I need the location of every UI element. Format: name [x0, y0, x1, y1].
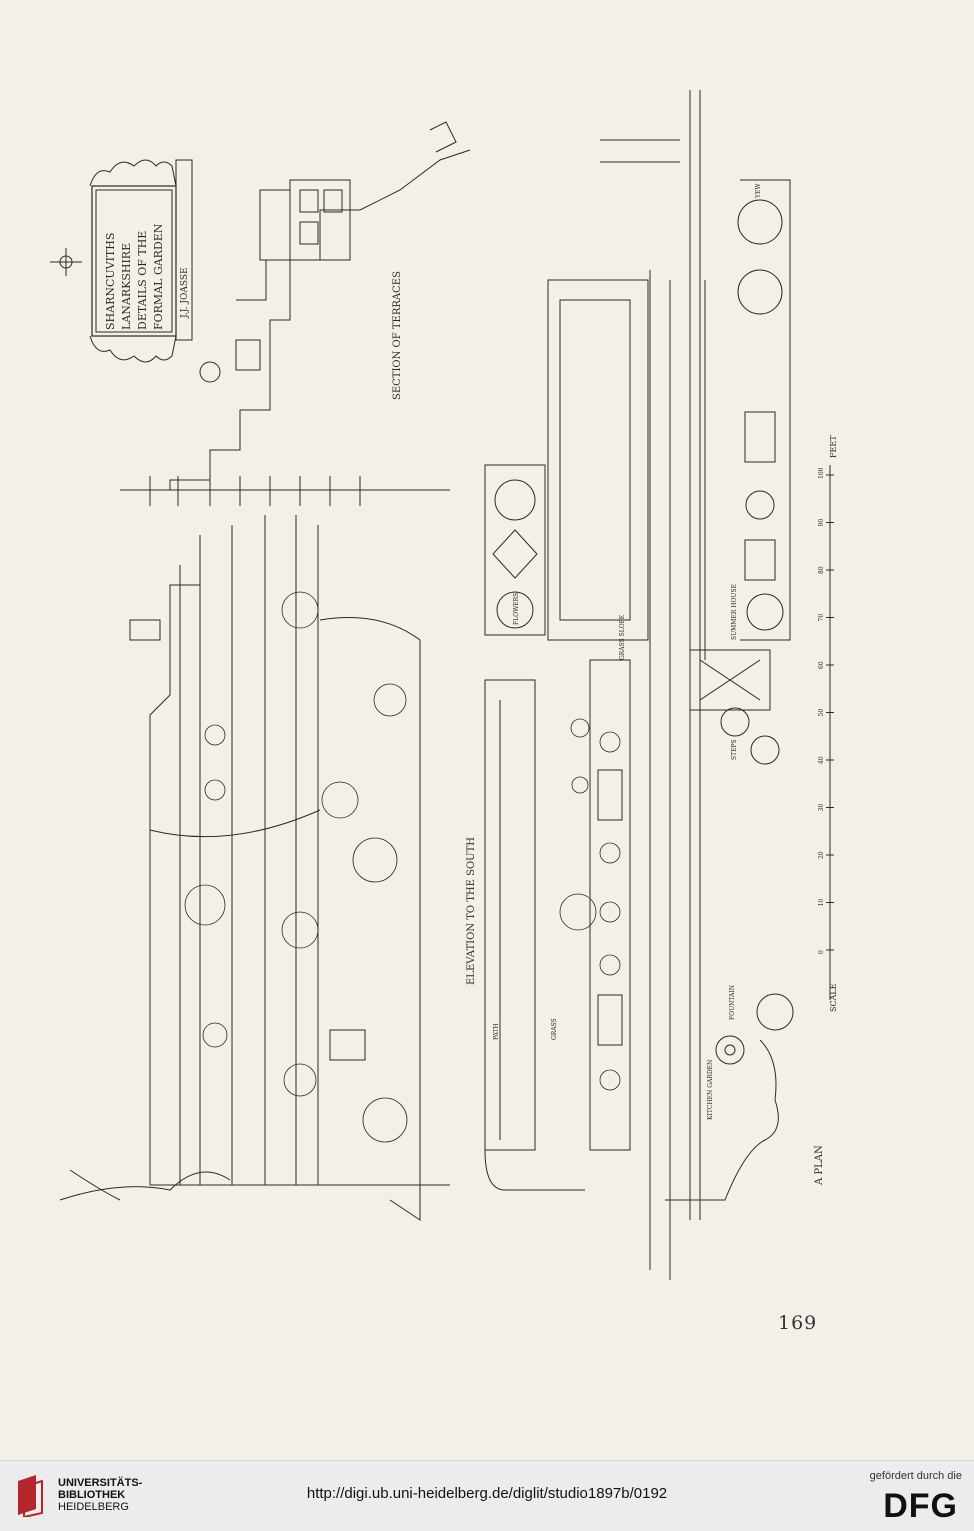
architect-name: J.J. JOASSE	[180, 267, 190, 319]
scale-tick-label: 30	[818, 804, 825, 812]
scale-tick-label: 70	[818, 614, 825, 622]
label-kitchen-garden: KITCHEN GARDEN	[707, 1060, 714, 1120]
institution-line-1: UNIVERSITÄTS-	[58, 1477, 143, 1489]
section-of-terraces: SECTION OF TERRACES	[120, 121, 471, 506]
scale-tick-label: 100	[818, 467, 825, 479]
garden-plan: PATH GRASS GRASS SLOPE FLOWERS YEW SUMME…	[484, 90, 825, 1280]
label-path: PATH	[493, 1023, 500, 1040]
plate-page: SHARNCUVITHS LANARKSHIRE DETAILS OF THE …	[50, 90, 838, 1334]
plan-title: A PLAN	[814, 1145, 825, 1186]
cartouche-line-1: SHARNCUVITHS	[104, 233, 117, 330]
scale-unit: FEET	[829, 435, 838, 458]
label-grass-slope: GRASS SLOPE	[619, 615, 626, 660]
label-summer-house: SUMMER HOUSE	[731, 584, 738, 640]
funded-by-text: gefördert durch die	[869, 1470, 962, 1482]
section-title: SECTION OF TERRACES	[392, 271, 403, 400]
label-flowers: FLOWERS	[513, 593, 520, 625]
scale-tick-label: 20	[818, 851, 825, 859]
viewer-footer: UNIVERSITÄTS- BIBLIOTHEK HEIDELBERG http…	[0, 1460, 974, 1531]
south-elevation: ELEVATION TO THE SOUTH	[59, 515, 477, 1221]
label-grass: GRASS	[551, 1018, 558, 1040]
page-number: 169	[778, 1312, 818, 1334]
cartouche-line-4: FORMAL GARDEN	[152, 223, 165, 330]
scale-tick-label: 50	[818, 709, 825, 717]
scale-tick-label: 90	[818, 519, 825, 527]
scale-label: SCALE	[829, 983, 838, 1012]
label-yew: YEW	[755, 183, 762, 199]
garden-drawing: SHARNCUVITHS LANARKSHIRE DETAILS OF THE …	[50, 90, 838, 1280]
dfg-logo[interactable]: DFG	[883, 1487, 958, 1525]
permalink-url[interactable]: http://digi.ub.uni-heidelberg.de/diglit/…	[306, 1485, 668, 1502]
scale-tick-label: 40	[818, 756, 825, 764]
scale-tick-label: 60	[818, 661, 825, 669]
scale-tick-label: 0	[818, 950, 825, 954]
cartouche-line-2: LANARKSHIRE	[120, 243, 133, 330]
label-fountain: FOUNTAIN	[729, 985, 736, 1020]
scale-tick-label: 10	[818, 899, 825, 907]
scale-tick-label: 80	[818, 566, 825, 574]
label-steps: STEPS	[731, 739, 738, 760]
scale-bar: 0 10 20 30 40 50 60 70 80 90 100 SCALE FEET	[818, 435, 838, 1012]
institution-line-2: BIBLIOTHEK	[58, 1489, 126, 1501]
institution-line-3: HEIDELBERG	[58, 1501, 129, 1513]
university-logo-icon	[18, 1475, 43, 1517]
institution-name[interactable]: UNIVERSITÄTS- BIBLIOTHEK HEIDELBERG	[58, 1477, 142, 1513]
cartouche-line-3: DETAILS OF THE	[136, 231, 149, 330]
cartouche: SHARNCUVITHS LANARKSHIRE DETAILS OF THE …	[50, 159, 193, 363]
elevation-title: ELEVATION TO THE SOUTH	[466, 837, 477, 985]
